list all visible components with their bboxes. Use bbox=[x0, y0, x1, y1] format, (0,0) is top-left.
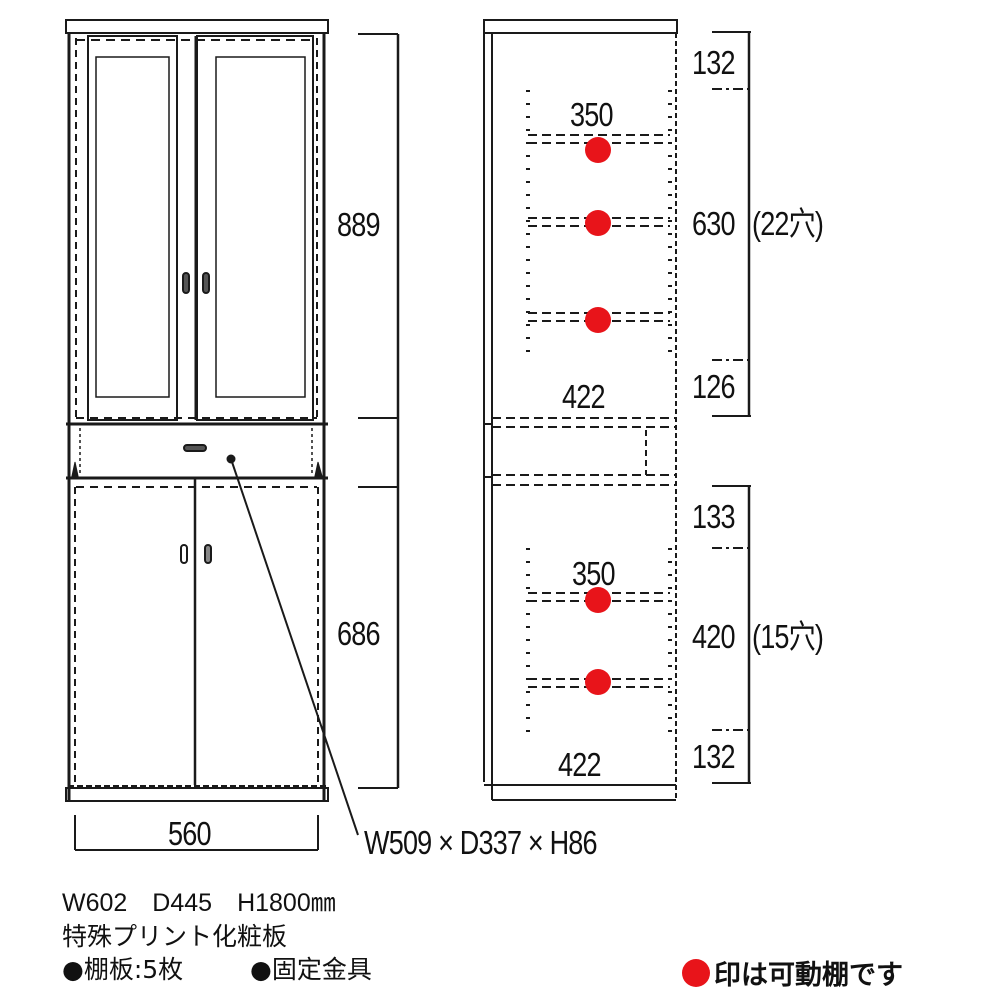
lower-shelf-width-label: 350 bbox=[572, 555, 616, 592]
upper-shelf-width-label: 350 bbox=[570, 96, 614, 133]
side-view bbox=[483, 19, 751, 801]
shelf-count-spec: ●棚板:5枚 bbox=[62, 955, 184, 984]
upper-bottom-gap-label: 126 bbox=[692, 368, 736, 405]
lower-height-label: 686 bbox=[337, 615, 381, 652]
legend-text: 印は可動棚です bbox=[714, 960, 903, 991]
material-spec: 特殊プリント化粧板 bbox=[62, 922, 288, 951]
lower-hole-range-label: 420 bbox=[692, 618, 736, 655]
front-view bbox=[65, 19, 400, 851]
movable-shelf-legend: 印は可動棚です bbox=[682, 953, 903, 992]
overall-dimensions: W602 D445 H1800㎜ bbox=[62, 889, 336, 917]
upper-hole-count-label: (22穴) bbox=[752, 205, 824, 242]
lower-hole-count-label: (15穴) bbox=[752, 618, 824, 655]
upper-hole-range-label: 630 bbox=[692, 205, 736, 242]
red-dot-icon bbox=[682, 958, 710, 987]
lower-bottom-gap-label: 132 bbox=[692, 738, 736, 775]
upper-depth-label: 422 bbox=[562, 378, 606, 415]
upper-height-label: 889 bbox=[337, 206, 381, 243]
inner-width-label: 560 bbox=[168, 815, 212, 852]
lower-top-gap-label: 133 bbox=[692, 498, 736, 535]
lower-depth-label: 422 bbox=[558, 746, 602, 783]
hardware-spec: ●固定金具 bbox=[250, 955, 372, 984]
drawer-size-label: W509 × D337 × H86 bbox=[364, 824, 598, 861]
upper-top-gap-label: 132 bbox=[692, 44, 736, 81]
